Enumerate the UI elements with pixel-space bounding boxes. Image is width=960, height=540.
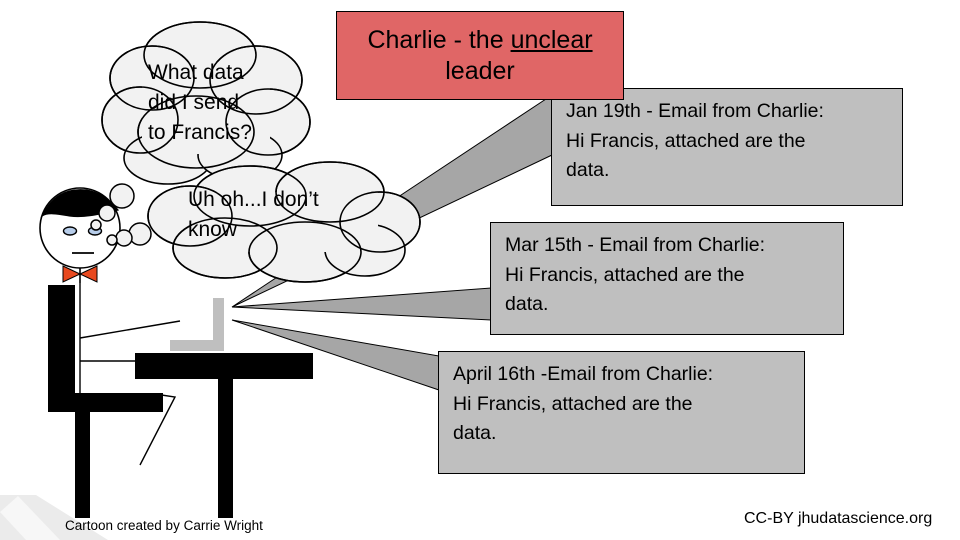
title-text-line2: leader	[445, 56, 515, 85]
cloud-question-line1: What data	[148, 61, 244, 84]
callout-mar-line3: data.	[505, 293, 549, 316]
callout-mar-line1: Mar 15th - Email from Charlie:	[505, 234, 766, 256]
title-text-underlined: unclear	[510, 26, 593, 54]
laptop-base	[170, 340, 224, 351]
thought-cloud-question-text: What data did I send to Francis?	[148, 58, 252, 147]
bowtie-right	[78, 265, 98, 283]
callout-apr-line3: data.	[453, 422, 497, 445]
callout-jan-line2: Hi Francis, attached are the	[566, 129, 806, 152]
callout-jan-line1: Jan 19th - Email from Charlie:	[566, 100, 824, 122]
eye-left	[62, 226, 78, 236]
thought-cloud-question	[101, 21, 311, 185]
callout-mar-line2: Hi Francis, attached are the	[505, 263, 745, 286]
callout-apr-line2: Hi Francis, attached are the	[453, 392, 693, 415]
credit-left: Cartoon created by Carrie Wright	[65, 518, 263, 533]
callout-apr-line1: April 16th -Email from Charlie:	[453, 363, 714, 385]
cloud-question-line2: did I send	[148, 90, 240, 114]
thought-bubble-dots-question	[90, 183, 135, 231]
thought-bubble-dots-uhoh	[106, 222, 152, 247]
chair-back	[48, 285, 75, 412]
title-banner: Charlie - the unclear leader	[336, 11, 624, 100]
thought-cloud-uhoh	[147, 161, 421, 283]
cloud-uhoh-line1: Uh oh...I don’t	[188, 188, 319, 211]
title-text: Charlie - the unclear leader	[343, 25, 617, 86]
arm-upper	[79, 320, 181, 339]
desk-leg	[218, 373, 233, 518]
laptop-screen	[213, 298, 224, 346]
title-text-prefix: Charlie - the	[367, 26, 511, 54]
credit-right: CC-BY jhudatascience.org	[744, 510, 933, 527]
cloud-uhoh-line2: know	[188, 217, 238, 241]
chair-leg	[75, 402, 90, 518]
watermark-shape-2	[0, 496, 60, 540]
callout-apr: April 16th -Email from Charlie: Hi Franc…	[438, 351, 805, 474]
cloud-question-line3: to Francis?	[148, 120, 252, 144]
callout-jan: Jan 19th - Email from Charlie: Hi Franci…	[551, 88, 903, 206]
callout-jan-line3: data.	[566, 159, 610, 182]
callout-mar: Mar 15th - Email from Charlie: Hi Franci…	[490, 222, 844, 335]
thought-cloud-uhoh-text: Uh oh...I don’t know	[188, 185, 319, 245]
bowtie	[62, 265, 82, 283]
